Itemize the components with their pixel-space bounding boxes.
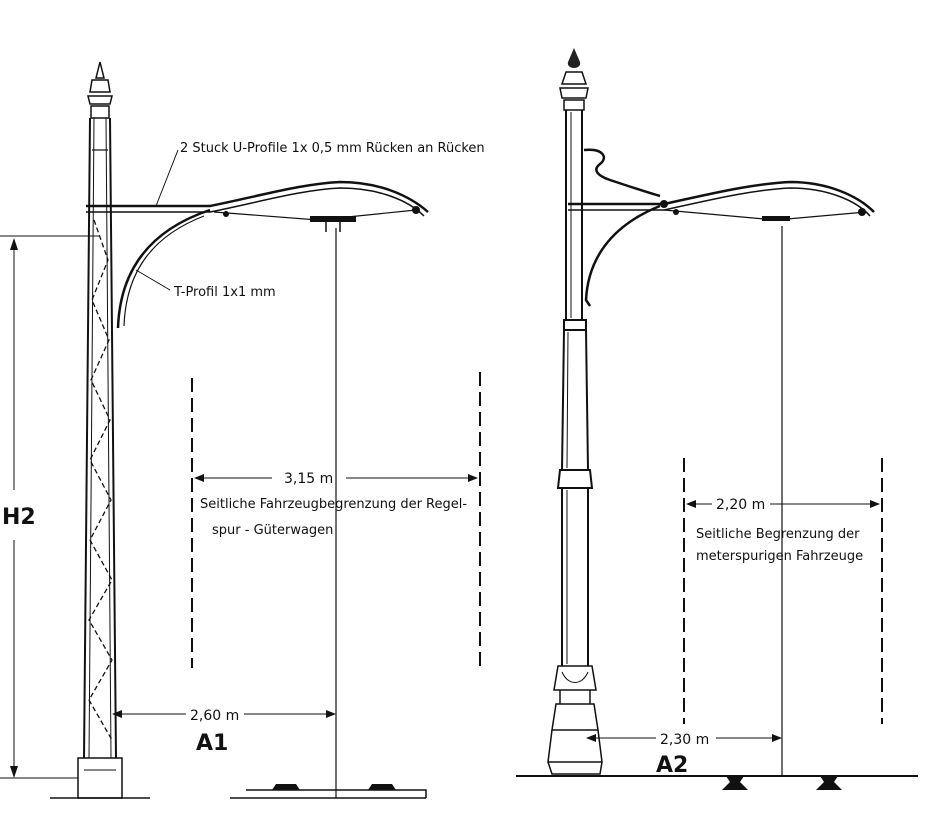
u-profile-leader — [155, 149, 179, 207]
left-mast-shaft — [83, 117, 117, 759]
left-mast-finial — [87, 61, 113, 119]
right-clearance-note-line2: meterspurigen Fahrzeuge — [696, 549, 863, 564]
right-mast-id: A2 — [656, 753, 688, 778]
left-clearance-note-line2: spur - Güterwagen — [212, 523, 333, 538]
right-mast-scroll — [583, 148, 661, 198]
t-profile-label: T-Profil 1x1 mm — [173, 285, 276, 300]
left-mast-cantilever — [86, 180, 429, 213]
left-clearance-note-line1: Seitliche Fahrzeugbegrenzung der Regel- — [200, 497, 467, 512]
right-mast-shaft — [556, 110, 594, 666]
t-profile-leader — [135, 269, 171, 291]
right-mast-base — [547, 729, 603, 775]
height-label: H2 — [2, 505, 36, 530]
left-mast-t-profile — [116, 208, 211, 329]
u-profile-label: 2 Stuck U-Profile 1x 0,5 mm Rücken an Rü… — [180, 141, 485, 156]
left-mast-id: A1 — [196, 731, 228, 756]
right-mast-cantilever — [568, 180, 875, 213]
right-clearance-note-line1: Seitliche Begrenzung der — [696, 527, 860, 542]
right-mast-collar — [551, 665, 599, 731]
right-mast — [516, 48, 918, 790]
left-mast-base — [77, 757, 123, 799]
left-arm-dimension: 2,60 m — [190, 708, 239, 724]
left-mast-lattice — [88, 219, 113, 741]
left-clearance-dimension: 3,15 m — [284, 471, 333, 487]
right-arm-dimension: 2,30 m — [660, 732, 709, 748]
right-rail-clips — [722, 776, 842, 790]
right-mast-finial — [567, 48, 581, 68]
left-track-sleeper — [230, 789, 427, 799]
right-mast-bracket — [584, 204, 661, 307]
right-clearance-dimension: 2,20 m — [716, 497, 765, 513]
left-mast — [0, 61, 481, 799]
